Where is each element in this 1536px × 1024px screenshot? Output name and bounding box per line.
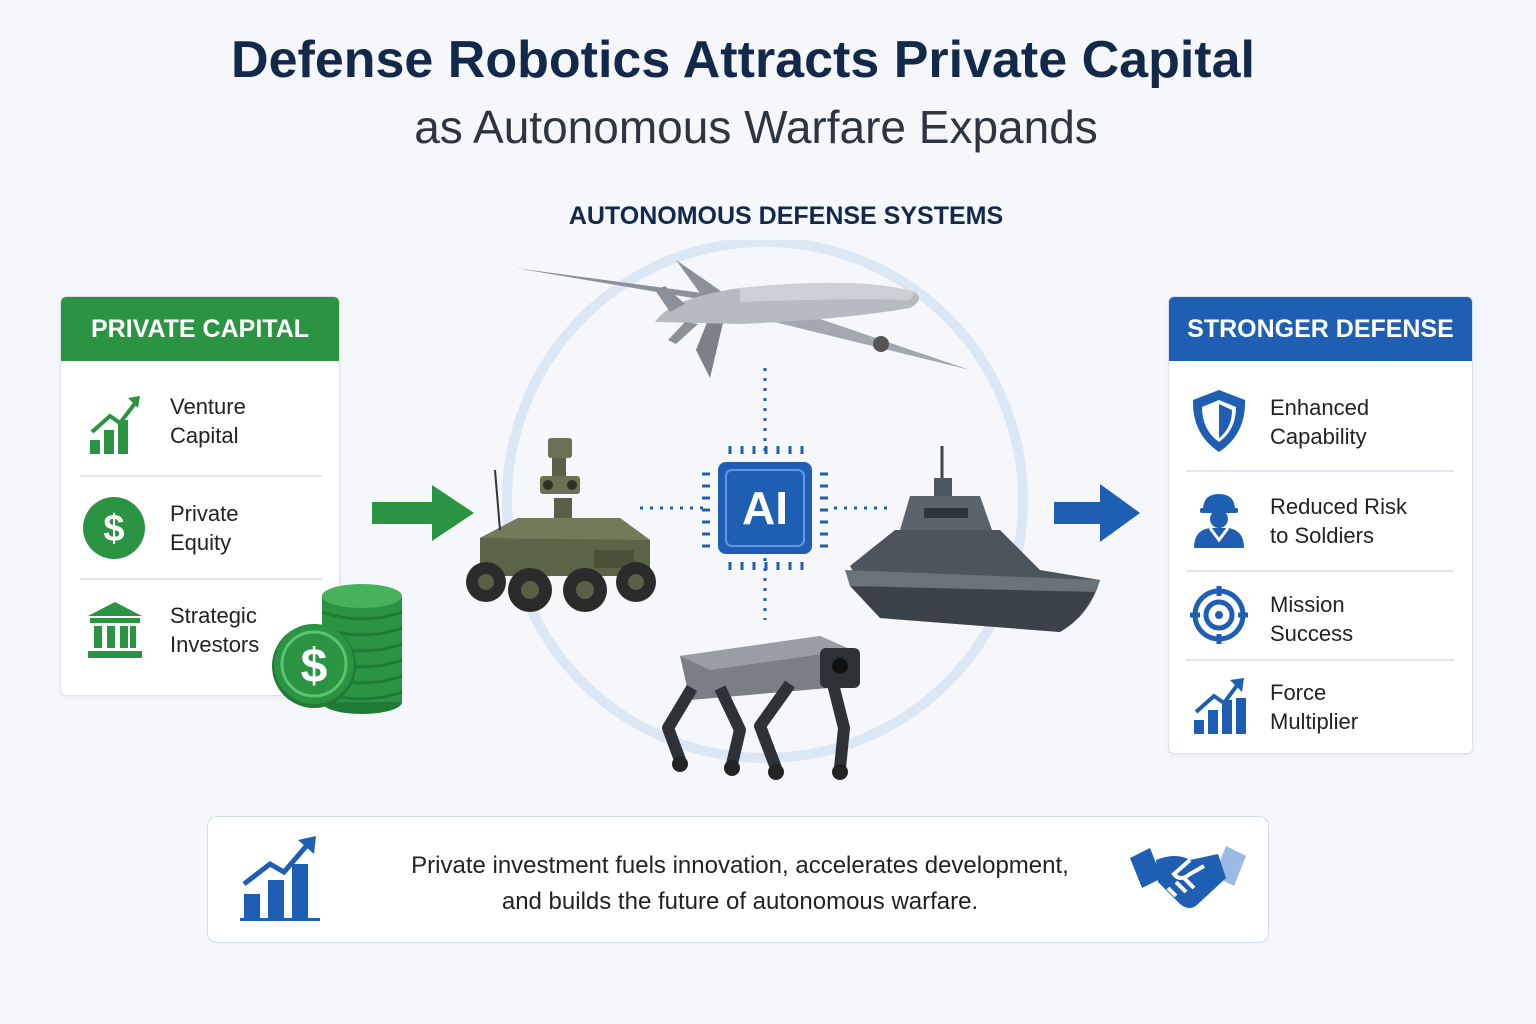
soldier-icon (1190, 490, 1248, 550)
target-icon (1190, 586, 1248, 644)
robot-dog-icon (662, 636, 860, 780)
divider (80, 578, 322, 580)
private-capital-panel: PRIVATE CAPITAL (60, 296, 340, 696)
stronger-defense-header: STRONGER DEFENSE (1169, 297, 1472, 361)
svg-text:$: $ (301, 640, 328, 693)
dollar-circle-icon: $ (82, 496, 146, 560)
divider (1186, 470, 1454, 472)
private-capital-header: PRIVATE CAPITAL (61, 297, 339, 361)
page-title: Defense Robotics Attracts Private Capita… (231, 31, 1255, 89)
summary-box (207, 816, 1269, 943)
growth-chart-icon (1192, 676, 1248, 736)
svg-text:AI: AI (742, 482, 788, 534)
flow-arrow-right-blue (1054, 484, 1140, 542)
divider (1186, 570, 1454, 572)
ai-chip-icon: AI (702, 446, 828, 570)
summary-text: Private investment fuels innovation, acc… (411, 852, 1069, 915)
shield-icon (1190, 388, 1248, 454)
center-heading: AUTONOMOUS DEFENSE SYSTEMS (568, 202, 1004, 230)
growth-chart-icon (240, 834, 324, 922)
ground-robot-icon (466, 438, 656, 612)
bank-icon (86, 600, 144, 660)
drone-icon (515, 260, 970, 378)
autonomous-systems-illustration: AI (440, 240, 1140, 800)
svg-text:$: $ (103, 508, 124, 550)
flow-arrow-right-green (372, 485, 474, 541)
divider (1186, 659, 1454, 661)
page-subtitle: as Autonomous Warfare Expands (414, 101, 1098, 153)
growth-chart-icon (88, 390, 144, 456)
divider (80, 475, 322, 477)
handshake-icon (1128, 838, 1248, 922)
coin-stack-icon: $ (270, 578, 410, 718)
naval-vessel-icon (845, 446, 1100, 632)
